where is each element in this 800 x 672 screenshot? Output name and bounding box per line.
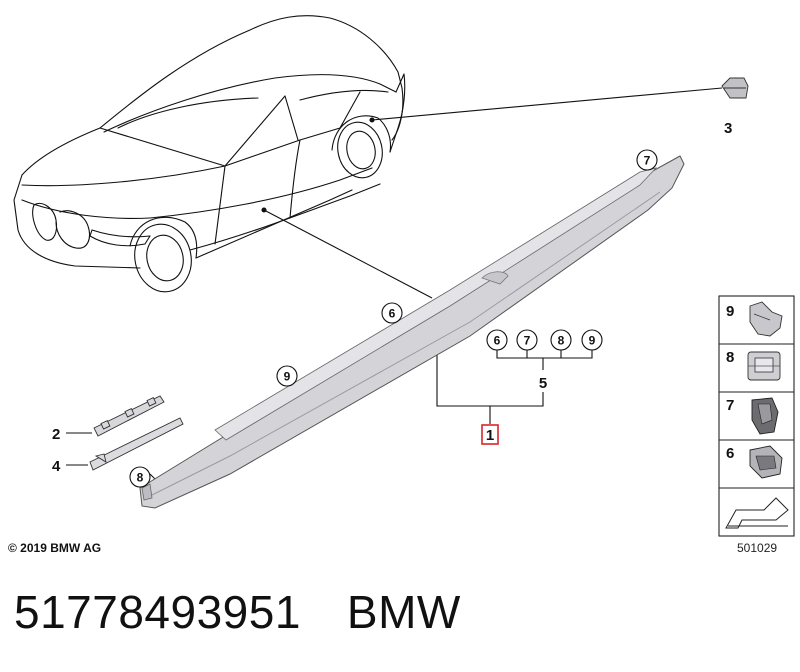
callout-9-strip-left: 9 — [276, 365, 298, 387]
bracket-part-2 — [93, 395, 165, 437]
callout-6-strip-mid: 6 — [381, 302, 403, 324]
callout-8-strip-end-left: 8 — [129, 466, 151, 488]
side-skirt-strip — [139, 155, 685, 509]
legend-item-9: 9 — [726, 301, 783, 337]
svg-text:9: 9 — [284, 370, 291, 384]
svg-text:9: 9 — [589, 334, 596, 348]
diagram-number: 501029 — [737, 541, 778, 555]
svg-text:3: 3 — [724, 120, 732, 137]
callout-7-strip-end: 7 — [636, 149, 658, 171]
clip-part-3 — [721, 77, 749, 99]
callout-4: 4 — [52, 458, 61, 475]
svg-text:9: 9 — [726, 303, 734, 320]
part-caption: 51778493951 BMW — [14, 585, 461, 639]
svg-text:8: 8 — [137, 471, 144, 485]
svg-text:8: 8 — [726, 349, 734, 366]
svg-text:2: 2 — [52, 426, 60, 443]
fastener-legend: 9 8 7 6 — [718, 295, 795, 537]
brand-name: BMW — [346, 586, 461, 638]
callout-group-5: 6 7 8 9 5 — [486, 329, 603, 392]
svg-text:6: 6 — [494, 334, 501, 348]
svg-text:7: 7 — [524, 334, 531, 348]
part-number: 51778493951 — [14, 586, 301, 638]
bracket-part-4 — [89, 417, 184, 471]
legend-arrow-icon — [725, 497, 789, 529]
car-illustration — [13, 15, 406, 293]
copyright-text: © 2019 BMW AG — [8, 541, 102, 555]
svg-text:6: 6 — [389, 307, 396, 321]
svg-text:5: 5 — [539, 375, 547, 392]
svg-text:7: 7 — [726, 397, 734, 414]
svg-text:1: 1 — [486, 427, 494, 444]
legend-item-6: 6 — [726, 445, 783, 479]
callout-3: 3 — [724, 120, 732, 137]
legend-item-8: 8 — [726, 349, 781, 381]
legend-item-7: 7 — [726, 397, 779, 435]
leader-lines — [66, 87, 723, 483]
callout-1-main-part: 1 — [481, 424, 499, 445]
svg-text:7: 7 — [644, 154, 651, 168]
svg-text:6: 6 — [726, 445, 734, 462]
callout-2: 2 — [52, 426, 60, 443]
svg-text:8: 8 — [558, 334, 565, 348]
svg-text:4: 4 — [52, 458, 61, 475]
